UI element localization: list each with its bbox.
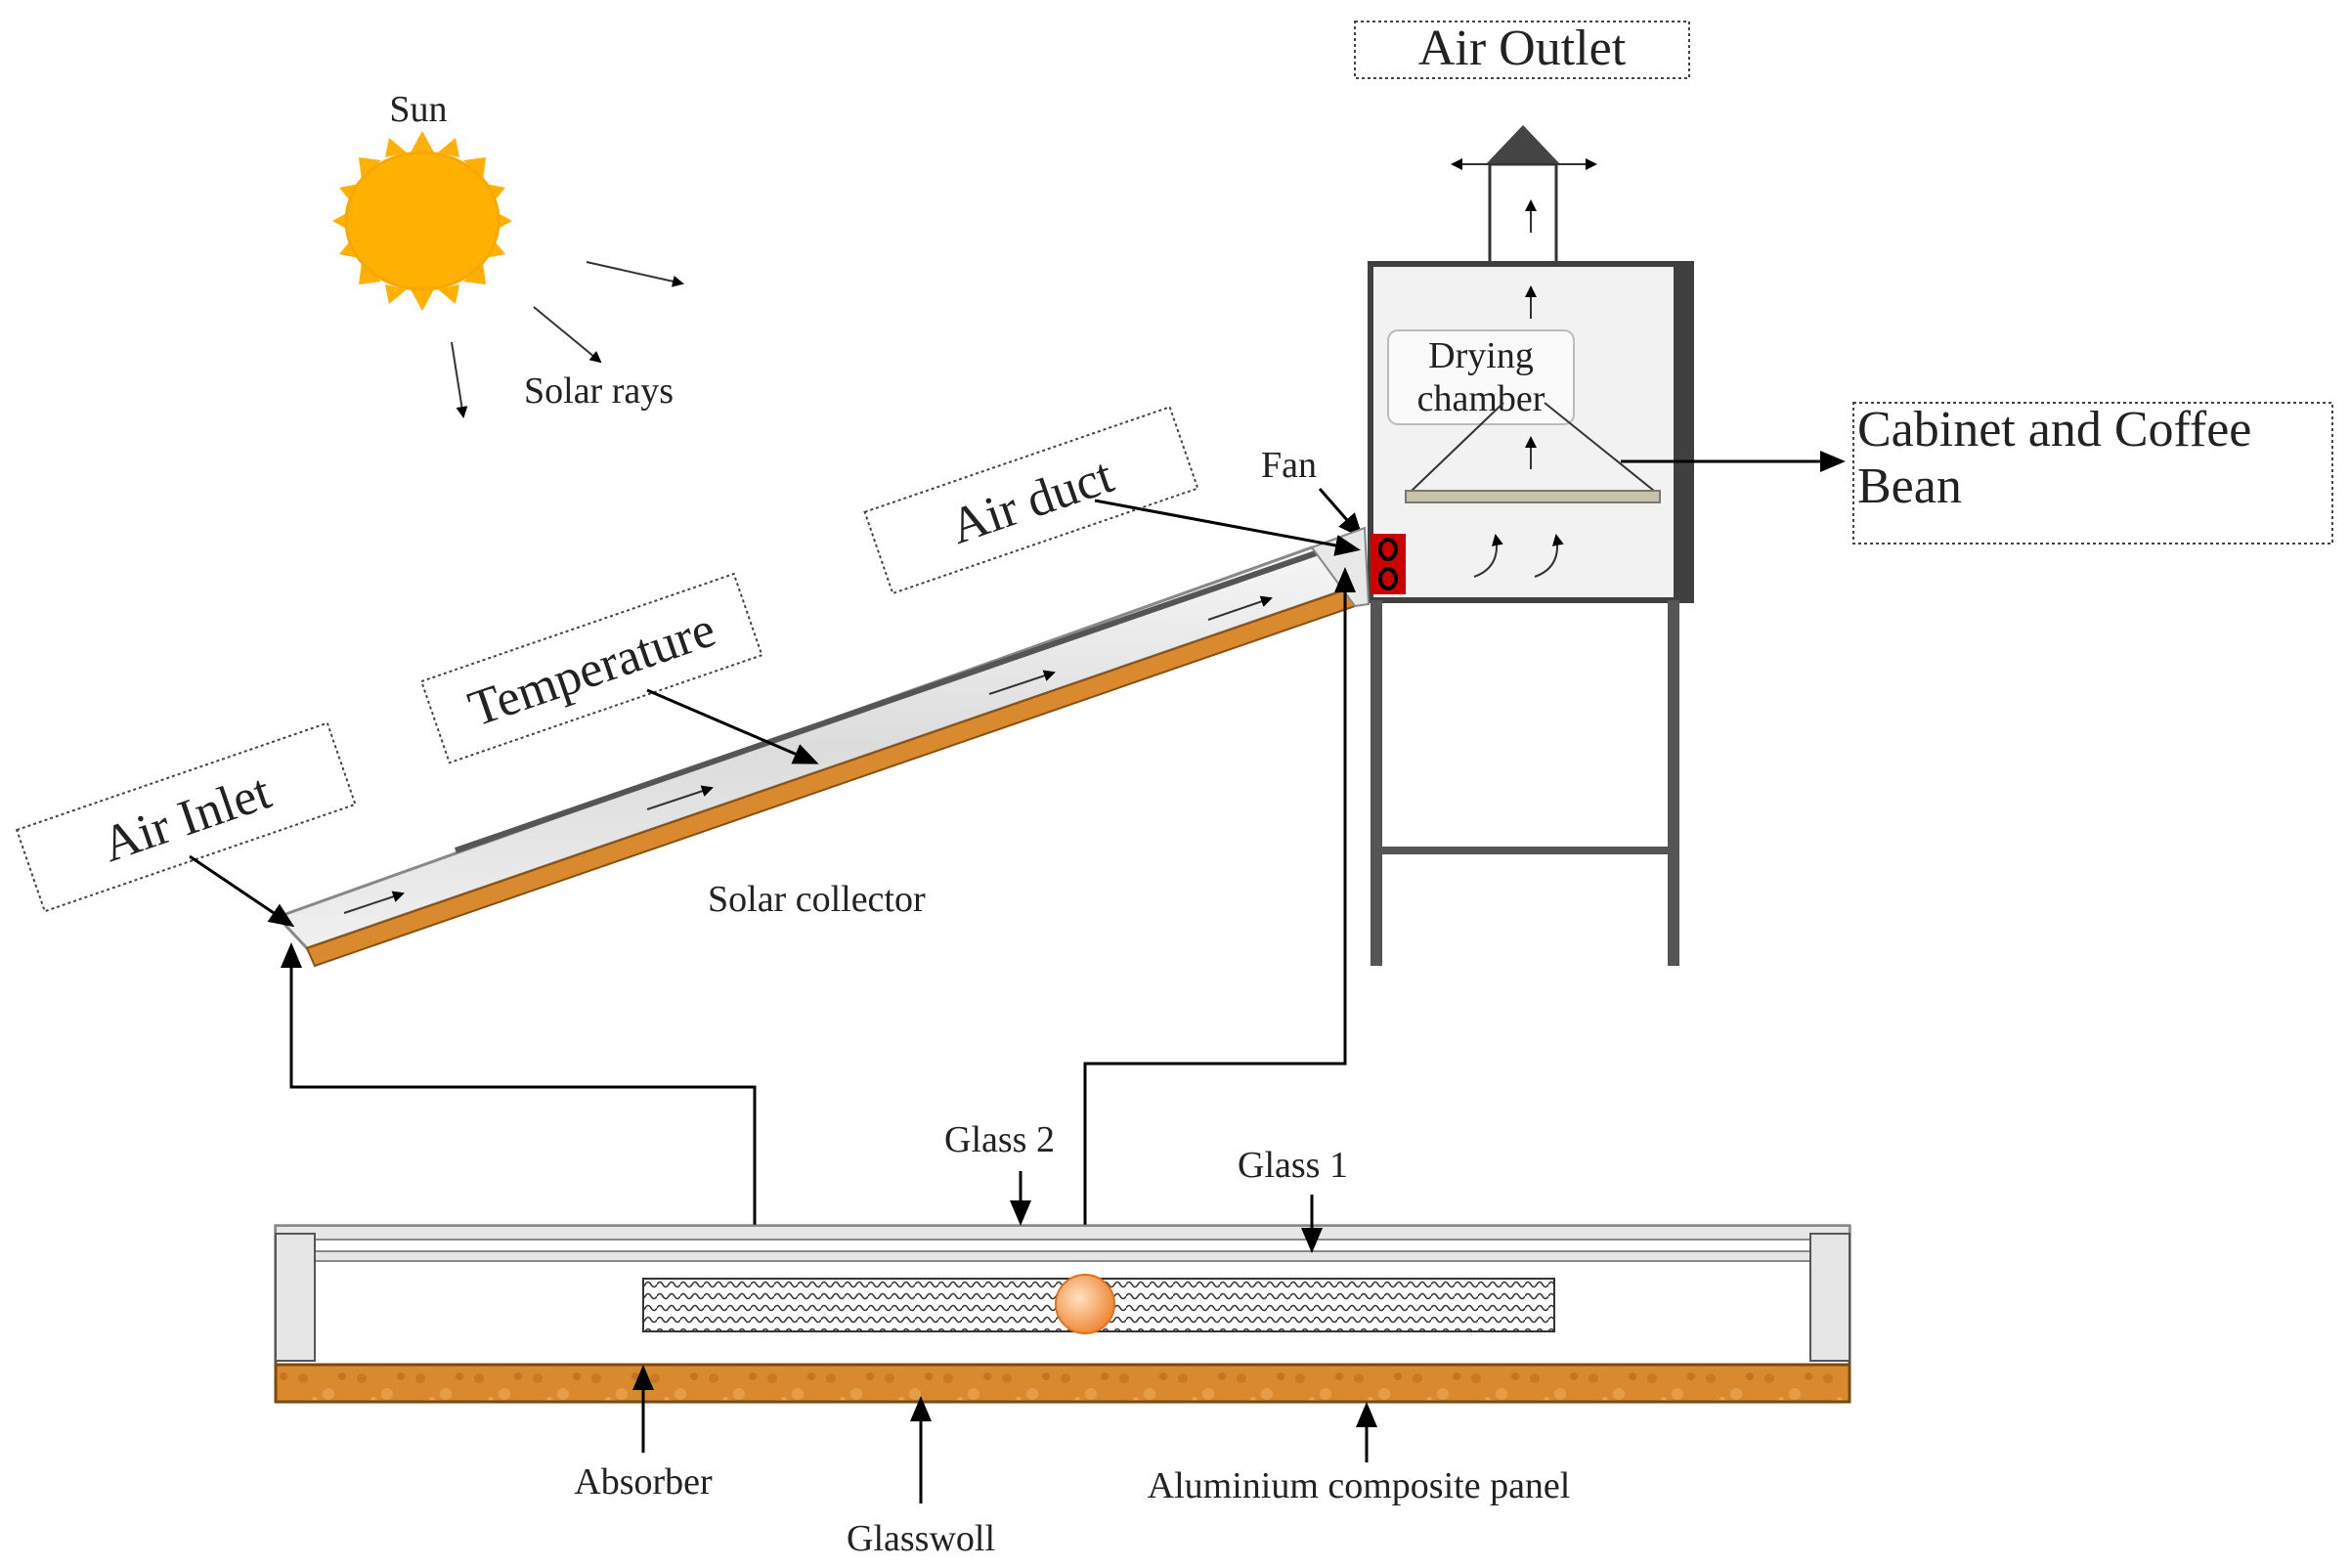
solar-ray-arrows (451, 261, 684, 418)
coffee-bean-tray (1405, 490, 1661, 503)
drying-chamber-label-line1: Drying (1428, 335, 1534, 376)
absorber-panel (274, 1363, 1851, 1404)
glass2-label: Glass 2 (944, 1119, 1055, 1160)
glass1-label: Glass 1 (1238, 1145, 1348, 1186)
cabinet-label-line1: Cabinet and Coffee (1857, 402, 2251, 457)
cabinet-label-box: Cabinet and Coffee Bean (1852, 402, 2333, 544)
aluminium-panel-label: Aluminium composite panel (1148, 1465, 1571, 1506)
sun-label: Sun (389, 89, 447, 130)
drying-cabinet: Drying chamber (1368, 125, 1694, 966)
solar-collector-label: Solar collector (708, 879, 926, 920)
air-outlet-label: Air Outlet (1418, 21, 1627, 76)
air-inlet-label-box: Air Inlet (15, 721, 357, 913)
air-outlet-label-box: Air Outlet (1354, 21, 1690, 79)
chimney-cap (1486, 125, 1560, 164)
solar-rays-label: Solar rays (524, 370, 674, 412)
drying-chamber-label-line2: chamber (1417, 378, 1545, 419)
air-duct-label-box: Air duct (863, 406, 1199, 595)
fan-label: Fan (1261, 445, 1317, 486)
absorber-label: Absorber (574, 1461, 713, 1503)
cabinet-label-line2: Bean (1857, 458, 1962, 514)
temperature-sensor-icon (1055, 1274, 1115, 1334)
glasswoll-label: Glasswoll (847, 1518, 995, 1559)
connector-lines (281, 567, 1356, 1328)
sun-icon (332, 131, 512, 311)
collector-cross-section (274, 1224, 1851, 1404)
fan-icon (1371, 534, 1406, 594)
temperature-label-box: Temperature (419, 572, 763, 764)
